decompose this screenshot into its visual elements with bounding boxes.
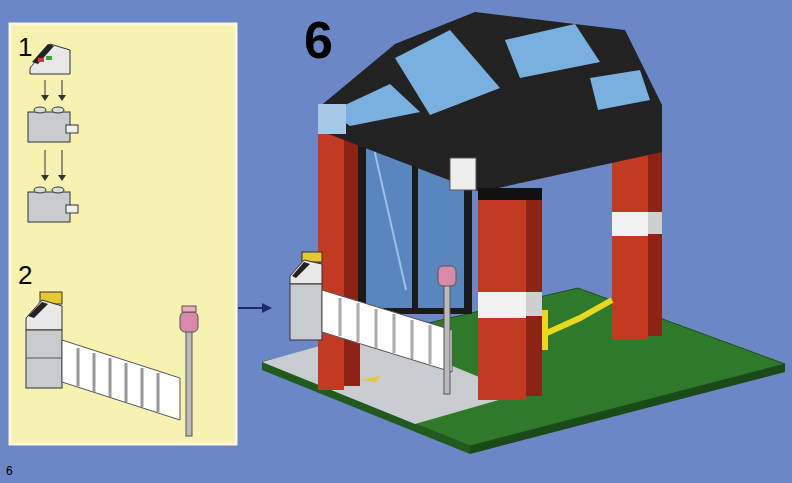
- baseplate-part: [360, 376, 380, 382]
- glass-door-part: [372, 140, 406, 290]
- step-one-bricks-part: [28, 192, 70, 222]
- step-number: 1: [18, 34, 32, 60]
- step-one-bricks-part: [32, 44, 54, 64]
- step-two-gate: [26, 292, 198, 436]
- step-one-bricks-part: [58, 95, 66, 101]
- step-one-bricks-part: [45, 80, 46, 95]
- step-one-bricks-part: [34, 187, 46, 193]
- step-one-bricks-part: [66, 205, 78, 213]
- step-one-bricks-part: [62, 150, 63, 175]
- step-one-bricks-part: [62, 80, 63, 95]
- red-pillars-part: [612, 212, 648, 236]
- pointer-arrow-part: [238, 307, 264, 309]
- front-pillar-part: [526, 292, 542, 316]
- step-one-bricks-part: [30, 44, 70, 74]
- null-part-part: [109, 358, 112, 397]
- inset-panel-part: [10, 24, 236, 444]
- null-part-part: [77, 348, 80, 386]
- front-pillar-part: [478, 292, 526, 318]
- null-part-part: [157, 373, 160, 412]
- inset-panel: [10, 24, 236, 444]
- step-one-bricks-part: [52, 187, 64, 193]
- step-two-gate-part: [28, 302, 48, 318]
- step-one-bricks-part: [45, 150, 46, 175]
- step-two-gate-part: [180, 312, 198, 332]
- roof-part: [395, 30, 500, 115]
- null-part: [78, 348, 158, 412]
- white-fence: [322, 266, 456, 394]
- step-one-bricks-part: [41, 175, 49, 181]
- front-pillar: [450, 158, 542, 400]
- step-one-bricks-part: [46, 56, 52, 60]
- red-pillars-part: [344, 124, 360, 386]
- roof-part: [318, 104, 346, 134]
- ticket-machine-part: [290, 260, 322, 284]
- yellow-barrier: [540, 300, 612, 350]
- step-number: 2: [18, 262, 32, 288]
- null-part-part: [411, 320, 414, 359]
- page-number: 6: [6, 465, 13, 477]
- roof-part: [318, 12, 662, 192]
- white-fence-part: [322, 290, 452, 372]
- step-two-gate-part: [182, 306, 196, 312]
- null-part-part: [393, 314, 396, 353]
- red-pillars-part: [648, 212, 662, 234]
- null-part-part: [125, 363, 128, 402]
- step-one-bricks-part: [66, 125, 78, 133]
- step-two-gate-part: [26, 300, 62, 330]
- front-pillar-part: [478, 200, 526, 400]
- yellow-barrier-part: [540, 300, 612, 336]
- step-one-bricks-part: [28, 112, 70, 142]
- pointer-arrow: [238, 303, 272, 313]
- step-one-bricks-part: [38, 58, 44, 62]
- white-fence-part: [438, 266, 456, 286]
- step-one-bricks-part: [41, 95, 49, 101]
- step-one-bricks-part: [34, 107, 46, 113]
- null-part-part: [339, 298, 342, 336]
- step-two-gate-part: [62, 340, 180, 420]
- pointer-arrow-part: [262, 303, 272, 313]
- null-part-part: [357, 303, 360, 342]
- null-part-part: [429, 325, 432, 364]
- roof-part: [505, 24, 600, 78]
- red-pillars-part: [612, 150, 648, 340]
- ticket-machine-part: [290, 284, 322, 340]
- roof: [318, 12, 662, 204]
- step-one-bricks-part: [52, 107, 64, 113]
- white-fence-part: [444, 282, 450, 394]
- step-one-bricks: [28, 44, 78, 222]
- roof-part: [590, 70, 650, 110]
- null-part: [340, 298, 430, 364]
- front-pillar-part: [450, 158, 476, 190]
- ticket-machine-part: [292, 262, 310, 278]
- step-two-gate-part: [26, 358, 62, 359]
- step-number: 6: [304, 14, 333, 66]
- step-two-gate-part: [26, 330, 62, 388]
- front-pillar-part: [526, 200, 542, 396]
- null-part-part: [93, 353, 96, 392]
- red-pillars-part: [648, 150, 662, 336]
- step-one-bricks-part: [58, 175, 66, 181]
- null-part-part: [141, 368, 144, 407]
- ticket-machine: [290, 252, 322, 340]
- step-two-gate-part: [186, 328, 192, 436]
- null-part-part: [375, 309, 378, 348]
